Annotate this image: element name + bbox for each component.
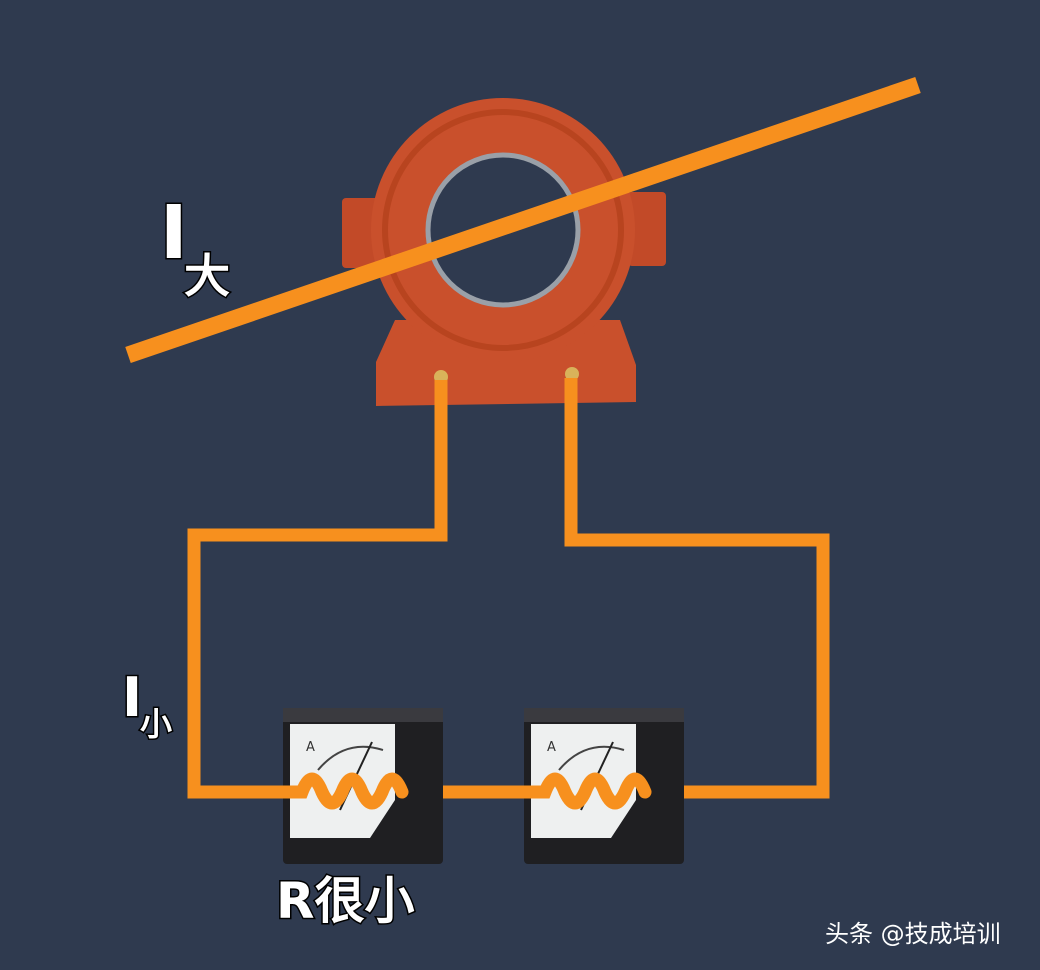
ammeter-1-coil	[275, 772, 409, 810]
ammeter-2-scale-arc	[558, 745, 625, 771]
ammeter-1-unit-letter: A	[306, 740, 315, 755]
ammeter-2: A	[515, 708, 684, 864]
watermark-text: 头条 @技成培训	[825, 920, 1001, 948]
ct-window-rim	[425, 152, 581, 308]
ammeter-2-coil	[515, 772, 652, 810]
watermark: 头条 @技成培训	[825, 920, 1001, 948]
primary-current-symbol: I	[160, 190, 188, 276]
primary-current-subscript: 大	[184, 249, 230, 303]
resistance-note: R很小	[276, 872, 415, 930]
ct-terminal-k2	[565, 367, 579, 381]
primary-conductor	[125, 76, 921, 364]
ct-ring-shade	[382, 109, 624, 351]
ammeter-1-scale-arc	[317, 745, 384, 771]
ammeter-2-top	[524, 708, 684, 722]
ammeter-1: A	[275, 708, 443, 864]
secondary-current-symbol: I	[122, 666, 142, 729]
secondary-current-subscript: 小	[140, 705, 172, 743]
ammeter-2-unit-letter: A	[547, 740, 556, 755]
ct-right-ear	[628, 192, 666, 266]
current-transformer	[342, 98, 666, 406]
ammeter-1-top	[283, 708, 443, 722]
